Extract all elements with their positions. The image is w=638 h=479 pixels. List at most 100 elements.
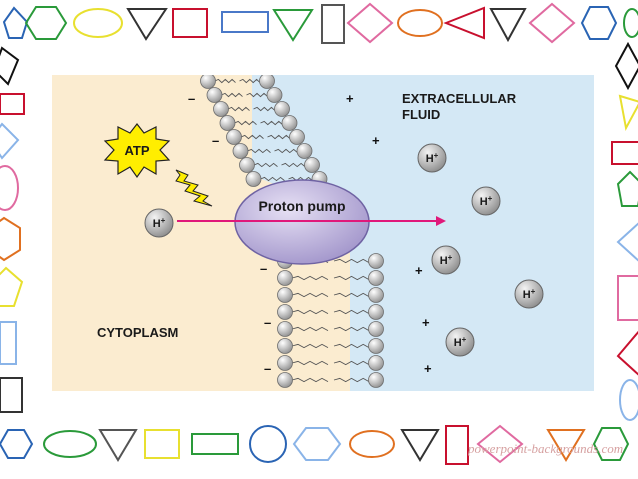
lipid-head [368,372,384,388]
pentagon-shape [616,170,638,207]
hydrogen-ion: H+ [417,143,447,173]
rectangle-shape [321,4,345,44]
square-shape [144,429,180,459]
lipid-head [277,338,293,354]
hexagon-shape [292,427,342,461]
hydrogen-ion: H+ [514,279,544,309]
rectangle-shape [445,425,469,465]
lipid-head [277,355,293,371]
negative-charge-sign: – [264,361,271,376]
hydrogen-ion: H+ [471,186,501,216]
triangle-shape [616,330,638,376]
oval-shape [349,430,395,458]
membrane-tails [214,78,370,383]
diamond-shape [346,2,394,44]
rectangle-shape [221,11,269,33]
lipid-head [213,101,229,117]
lipid-head [277,372,293,388]
lipid-head [368,321,384,337]
hydrogen-ion: H+ [445,327,475,357]
diamond-shape [0,46,20,86]
positive-charge-sign: + [424,361,432,376]
circle-shape [249,425,287,463]
hexagon-shape [24,6,68,40]
triangle-shape [400,429,440,462]
hydrogen-ion-label: H+ [153,216,166,230]
oval-shape [619,379,638,421]
extracellular-fluid-label: EXTRACELLULAR FLUID [402,91,520,122]
lipid-head [226,129,242,145]
extracellular-region [252,75,594,391]
diamond-shape [476,424,524,464]
lipid-head [277,304,293,320]
lipid-head [296,143,313,159]
rectangle-shape [617,275,638,321]
hexagon-shape [580,6,618,40]
negative-charge-sign: – [188,91,195,106]
square-shape [0,377,23,413]
atp-burst-icon [103,123,171,179]
triangle-shape [272,9,314,42]
hydrogen-ion: H+ [431,245,461,275]
lipid-head [200,75,216,89]
lipid-head [289,129,305,145]
pentagon-shape [2,6,29,39]
hexagon-shape [0,429,34,459]
triangle-shape [546,429,586,462]
hydrogen-ion-label: H+ [480,194,493,208]
hexagon-shape [592,427,630,461]
diamond-shape [614,41,638,91]
rectangle-shape [191,433,239,455]
lipid-head [304,157,320,173]
positive-charge-sign: + [346,91,354,106]
lipid-head [368,270,384,286]
lipid-head [368,304,384,320]
lipid-head [259,75,275,89]
lipid-head [232,143,249,159]
hydrogen-ion-label: H+ [426,151,439,165]
lipid-head [206,87,223,103]
hydrogen-ion-label: H+ [523,287,536,301]
lipid-head [277,287,293,303]
lipid-head [368,287,384,303]
lipid-head [368,338,384,354]
watermark-text: powerpoint-backgrounds.com [468,441,624,456]
lipid-head [274,101,290,117]
lipid-head [239,157,255,173]
lipid-head [277,321,293,337]
triangle-shape [616,222,638,262]
positive-charge-sign: + [422,315,430,330]
lipid-head [281,115,298,131]
oval-shape [397,9,443,37]
triangle-shape [489,8,527,43]
triangle-shape [126,8,168,41]
hydrogen-ion-label: H+ [454,335,467,349]
rectangle-shape [0,321,17,365]
triangle-shape [98,429,138,462]
rectangle-shape [611,141,638,165]
negative-charge-sign: – [212,133,219,148]
negative-charge-sign: – [264,315,271,330]
hydrogen-ion-label: H+ [440,253,453,267]
positive-charge-sign: + [415,263,423,278]
oval-shape [73,8,123,38]
pentagon-shape [0,122,20,160]
lipid-head [277,270,293,286]
lipid-head [219,115,236,131]
lipid-head [368,355,384,371]
pentagon-shape [0,266,24,307]
membrane-heads [200,75,384,388]
cytoplasm-label: CYTOPLASM [97,325,178,340]
hexagon-shape [0,216,21,262]
positive-charge-sign: + [372,133,380,148]
oval-shape [43,430,97,458]
diamond-shape [528,2,576,44]
square-shape [172,8,208,38]
oval-shape [623,8,638,38]
proton-pump-diagram: –––––+++++ Proton pump ATP H+H+H+H+H+H+ … [52,75,594,391]
triangle-shape [443,6,485,40]
lipid-head [368,253,384,269]
triangle-shape [618,94,638,131]
oval-shape [0,165,19,211]
